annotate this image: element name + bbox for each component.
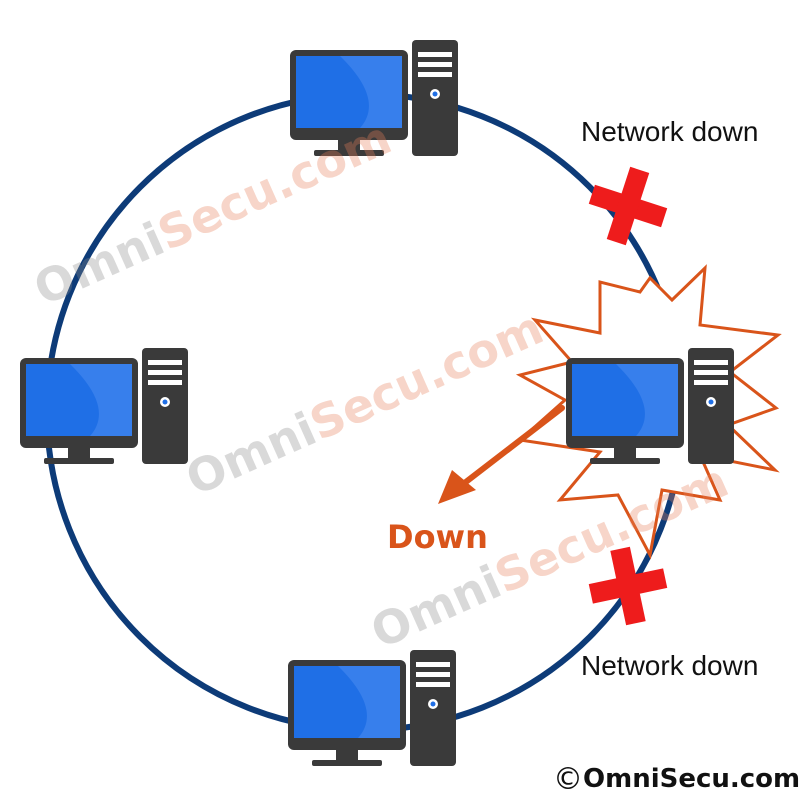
- down-label: Down: [387, 518, 488, 556]
- computer-right-failed: [566, 348, 734, 464]
- break-cross-top-icon: [588, 166, 668, 246]
- down-arrow-shaft: [455, 405, 565, 491]
- credit-text: OmniSecu.com: [583, 764, 800, 794]
- break-cross-bottom-icon: [588, 546, 668, 626]
- computer-left: [20, 348, 188, 464]
- copyright-credit: ©OmniSecu.com: [553, 762, 800, 797]
- down-arrow-head: [438, 470, 476, 504]
- network-down-label-top: Network down: [581, 116, 759, 147]
- network-down-label-bottom: Network down: [581, 650, 759, 681]
- computer-bottom: [288, 650, 456, 766]
- copyright-icon: ©: [553, 762, 583, 797]
